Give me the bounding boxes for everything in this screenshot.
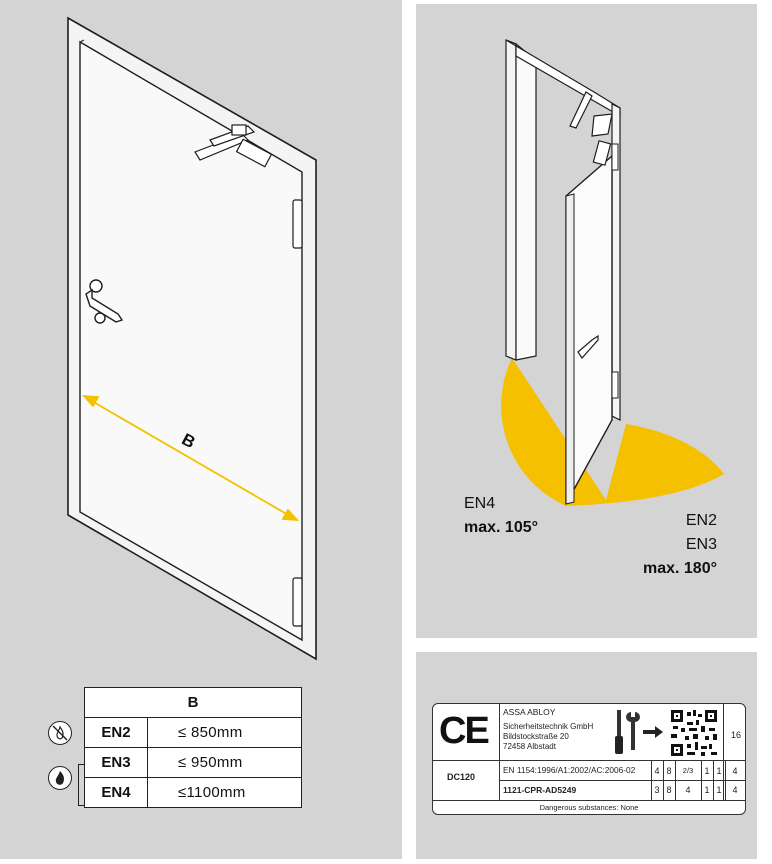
door-closer-icon [194,124,273,168]
opening-angle-panel: EN4 max. 105° EN2 EN3 max. 180° [416,4,757,638]
class-cell: 3 [654,785,660,795]
qr-code-icon [669,708,719,758]
class-cell: 1 [704,766,710,776]
opening-angle-illustration [501,39,724,506]
fire-class-bracket [78,764,84,806]
en2-en3-angle: max. 180° [642,560,717,577]
ce-mark: CE [439,710,490,752]
hinge-icon [611,143,619,171]
door-handle-icon [85,279,124,324]
label-number: 16 [731,730,742,740]
fire-door-icon [48,766,72,790]
door-handle-icon [577,334,599,359]
company-name: Sicherheitstechnik GmbH [503,722,594,731]
arrow-right-icon [643,726,663,738]
tools-icon [615,710,663,754]
standard-ref: EN 1154:1996/A1:2002/AC:2006-02 [503,765,636,775]
en2-label: EN2 [685,512,717,529]
ce-label: CE ASSA ABLOY Sicherheitstechnik GmbH Bi… [432,703,746,815]
street-address: Bildstockstraße 20 [503,732,569,741]
swing-area-180 [566,424,724,506]
door-closer-icon [569,91,613,166]
table-cell-value: ≤ 950mm [147,747,302,778]
door-width-illustration: B [67,16,317,661]
table-row: EN3 ≤ 950mm [84,747,302,778]
class-cell: 2/3 [682,766,694,775]
table-header: B [84,687,302,718]
hinge-icon [292,199,303,627]
class-cell: 4 [685,785,691,795]
class-cell: 4 [732,766,738,776]
en4-angle: max. 105° [464,519,539,536]
table-cell-class: EN4 [84,777,148,808]
class-cell: 4 [654,766,660,776]
door-width-panel: B [0,0,402,859]
hinge-icon [611,371,619,399]
city-address: 72458 Albstadt [503,742,556,751]
manufacturer-name: ASSA ABLOY [503,707,556,717]
table-cell-class: EN2 [84,717,148,748]
table-cell-class: EN3 [84,747,148,778]
door-width-table: B EN2 ≤ 850mm EN3 ≤ 950mm EN4 ≤1100mm [84,687,302,808]
en3-label: EN3 [685,536,717,553]
model-name: DC120 [447,772,476,782]
table-cell-value: ≤1100mm [147,777,302,808]
class-cell: 4 [732,785,738,795]
class-cell: 1 [716,766,722,776]
class-cell: 8 [666,785,672,795]
width-arrow [81,394,300,522]
dangerous-substances: Dangerous substances: None [539,803,639,812]
certificate-number: 1121-CPR-AD5249 [503,785,577,795]
table-row: EN4 ≤1100mm [84,777,302,808]
class-cell: 1 [704,785,710,795]
class-cell: 1 [716,785,722,795]
table-cell-value: ≤ 850mm [147,717,302,748]
table-row: EN2 ≤ 850mm [84,717,302,748]
class-cell: 8 [666,766,672,776]
door-leaf [79,40,303,642]
en4-label: EN4 [464,495,496,512]
no-fire-door-icon [48,721,72,745]
